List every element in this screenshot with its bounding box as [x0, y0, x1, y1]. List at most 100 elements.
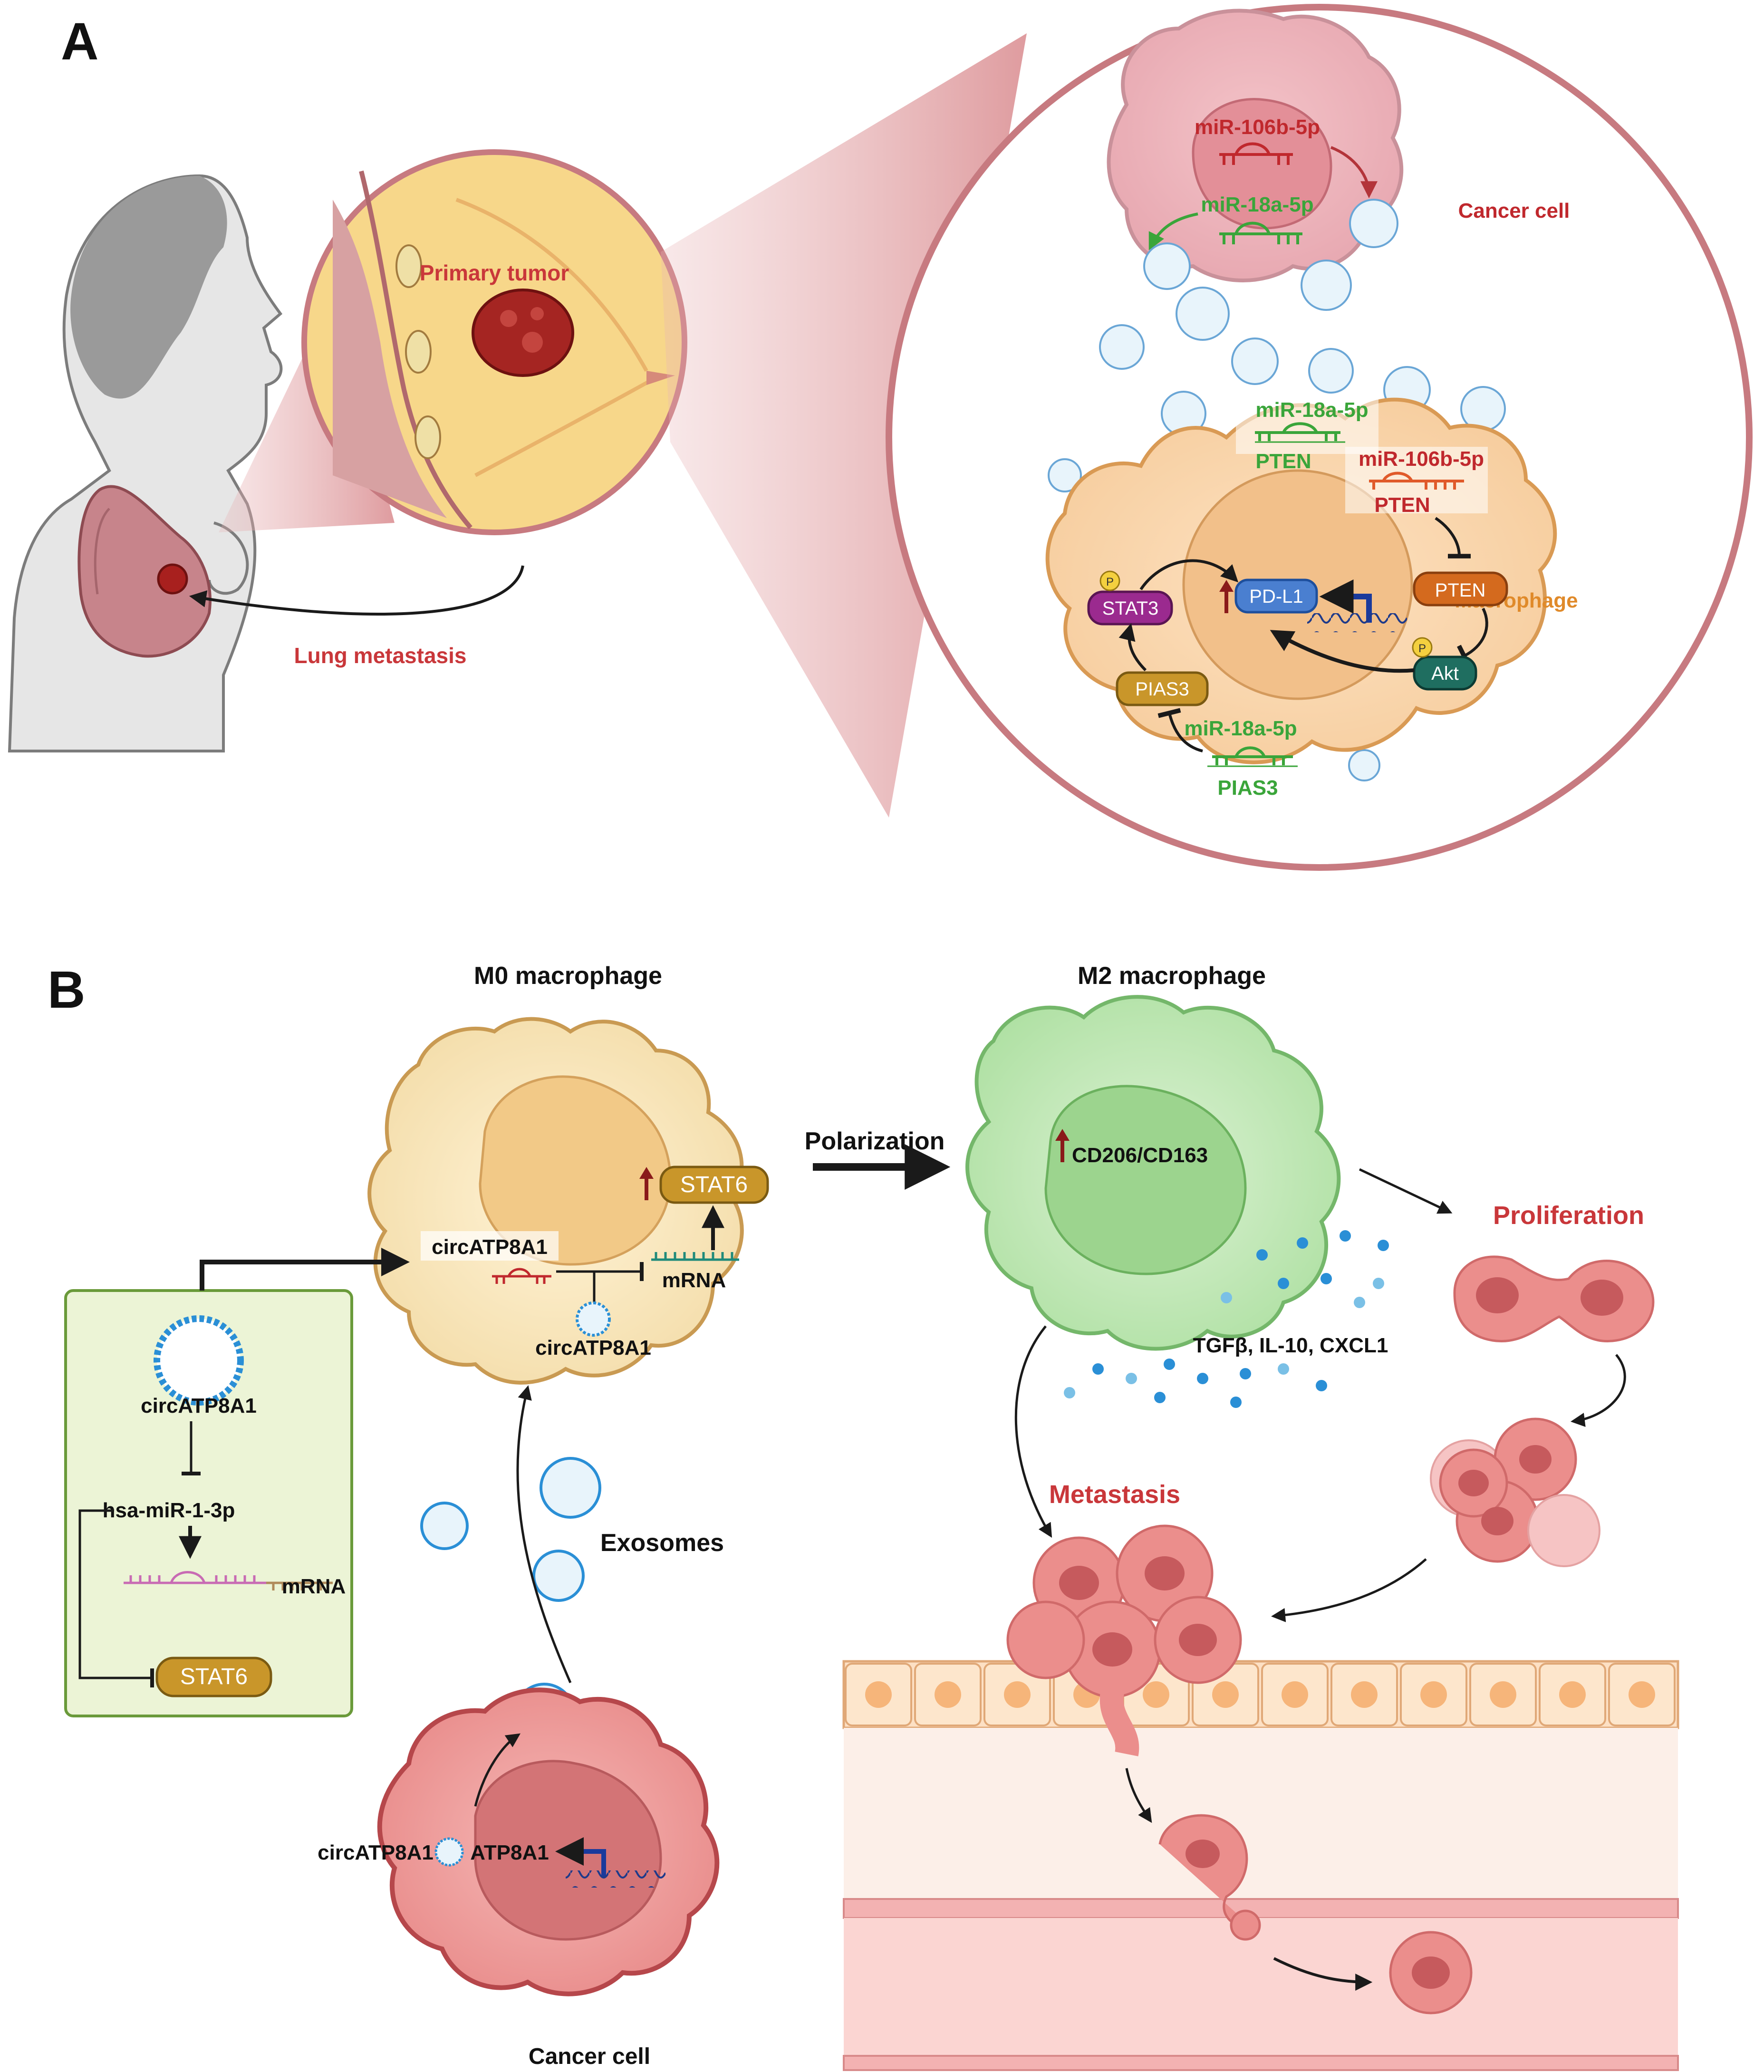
stat6-m0-label: STAT6: [680, 1172, 748, 1197]
breast-cross-section: [301, 149, 687, 535]
epithelial-nucleus: [1351, 1681, 1378, 1708]
lung-metastasis-tumor: [157, 563, 188, 595]
epithelial-nucleus: [1282, 1681, 1308, 1708]
cancer-cell-b: [377, 1687, 720, 1996]
pias3-green-label: PIAS3: [1217, 776, 1278, 800]
metastasis-arrow: [189, 565, 524, 616]
akt-phospho: [1412, 637, 1433, 658]
epithelial-nucleus: [865, 1681, 892, 1708]
stat6-m0-protein: [659, 1166, 769, 1204]
intravasation-arrow: [1273, 1957, 1373, 1991]
atp8a1-gene-dna: [566, 1870, 665, 1888]
circ-m0-bg: [421, 1231, 559, 1261]
mrna-m0: [651, 1252, 739, 1261]
epithelial-nucleus: [935, 1681, 961, 1708]
circ-m0-hairpin: [492, 1268, 551, 1284]
legend-circrna-icon: [154, 1315, 244, 1406]
metastasis-label: Metastasis: [1049, 1480, 1180, 1509]
legend-to-m0-arrow: [200, 1248, 410, 1291]
mir18-pias3-label: miR-18a-5p: [1184, 717, 1297, 740]
epithelial-nucleus: [1559, 1681, 1586, 1708]
metastatic-tumor-cluster: [1006, 1524, 1242, 1756]
stat3-protein-label: STAT3: [1102, 598, 1159, 619]
dividing-cell: [1453, 1255, 1655, 1342]
proliferation-label: Proliferation: [1493, 1201, 1644, 1230]
stat3-phospho-label: P: [1106, 576, 1114, 588]
exosome-uptake-arrow: [516, 1385, 572, 1684]
cancer-circ-ring: [434, 1837, 464, 1867]
mir18-hairpin-top: [1219, 222, 1302, 244]
mir106-hairpin-top: [1219, 142, 1293, 165]
epithelial-nucleus: [1629, 1681, 1655, 1708]
akt-protein: [1413, 655, 1477, 691]
pten-red-label: PTEN: [1374, 493, 1430, 517]
epithelial-cells: [845, 1663, 1676, 1726]
circulating-tumor-cell: [1389, 1931, 1473, 2014]
mir106-top-label: miR-106b-5p: [1195, 116, 1320, 139]
cancer-cell-label-a: Cancer cell: [1458, 199, 1570, 222]
primary-tumor-label: Primary tumor: [420, 260, 569, 285]
pdl1-protein: [1234, 578, 1318, 614]
stat3-phospho: [1099, 570, 1120, 591]
akt-phospho-label: P: [1418, 642, 1426, 655]
cytokine-dots: [1064, 1230, 1389, 1408]
proliferation-cluster-arrow: [1571, 1354, 1626, 1427]
circ-m0-label: circATP8A1: [432, 1235, 548, 1259]
mir18-pten-hairpin: [1255, 422, 1345, 443]
stat3-pdl1-arrow: [1139, 559, 1239, 590]
mir106-pten-hairpin: [1369, 472, 1464, 490]
akt-protein-label: Akt: [1431, 663, 1459, 684]
lung-metastasis-label: Lung metastasis: [294, 643, 467, 668]
stroma: [844, 1728, 1678, 1899]
legend-mirna-stat6-inhibition: [78, 1509, 154, 1687]
cancer-cell-label-b: Cancer cell: [529, 2044, 650, 2069]
cancer-cell-top: [1107, 9, 1404, 282]
cluster-metastasis-arrow: [1271, 1558, 1427, 1622]
pten-inhibition: [1435, 517, 1471, 559]
mir18-pias3-inhibition: [1157, 708, 1203, 752]
m2-proliferation-arrow: [1359, 1168, 1453, 1214]
pten-green-label: PTEN: [1255, 450, 1311, 473]
mir18-export-arrow: [1148, 212, 1198, 251]
panel-b-letter: B: [48, 961, 85, 1019]
epithelial-nucleus: [1143, 1681, 1169, 1708]
m0-macrophage-label: M0 macrophage: [474, 962, 662, 990]
mir106-export-arrow: [1330, 146, 1378, 199]
circ-legend-box: [64, 1289, 353, 1717]
pdl1-gene-dna: [1307, 613, 1407, 632]
epithelial-nucleus: [1420, 1681, 1447, 1708]
legend-stat6-protein: [155, 1657, 272, 1697]
exosome-release-arrow: [474, 1733, 521, 1807]
cancer-gene-label: ATP8A1: [470, 1841, 549, 1864]
lung-icon: [77, 485, 212, 658]
legend-stat6-label: STAT6: [180, 1664, 248, 1689]
mir18-pten-label: miR-18a-5p: [1255, 398, 1368, 422]
mir18-pias3-hairpin: [1207, 746, 1298, 767]
m2-macrophage-cell: [965, 995, 1341, 1351]
legend-mrna-hairpin: [124, 1571, 333, 1590]
panel-a-letter: A: [61, 12, 98, 71]
exosomes-label: Exosomes: [600, 1529, 724, 1557]
epithelial-nucleus: [1212, 1681, 1239, 1708]
pten-protein: [1413, 571, 1508, 607]
epithelial-nucleus: [1004, 1681, 1031, 1708]
vessel-wall-bottom: [843, 2055, 1679, 2071]
vessel-wall-top: [843, 1898, 1679, 1919]
legend-circ-label: circATP8A1: [141, 1394, 257, 1417]
pdl1-protein-label: PD-L1: [1249, 586, 1303, 607]
pias3-stat3-arrow: [1118, 623, 1147, 672]
m2-macrophage-label: M2 macrophage: [1078, 962, 1266, 990]
pias3-protein-label: PIAS3: [1135, 679, 1189, 700]
epithelial-nucleus: [1490, 1681, 1516, 1708]
circ-m0-ring: [576, 1301, 611, 1337]
legend-mirna-label: hsa-miR-1-3p: [103, 1499, 235, 1522]
mir106-pten-label: miR-106b-5p: [1359, 447, 1484, 471]
mrna-m0-label: mRNA: [662, 1269, 726, 1292]
pias3-protein: [1116, 671, 1209, 706]
mir18-top-label: miR-18a-5p: [1201, 193, 1313, 216]
cancer-circ-label: circATP8A1: [318, 1841, 434, 1864]
tumor-cluster-right: [1430, 1417, 1600, 1567]
vessel-lumen: [844, 1918, 1678, 2056]
pten-akt-inhibition: [1456, 607, 1488, 667]
